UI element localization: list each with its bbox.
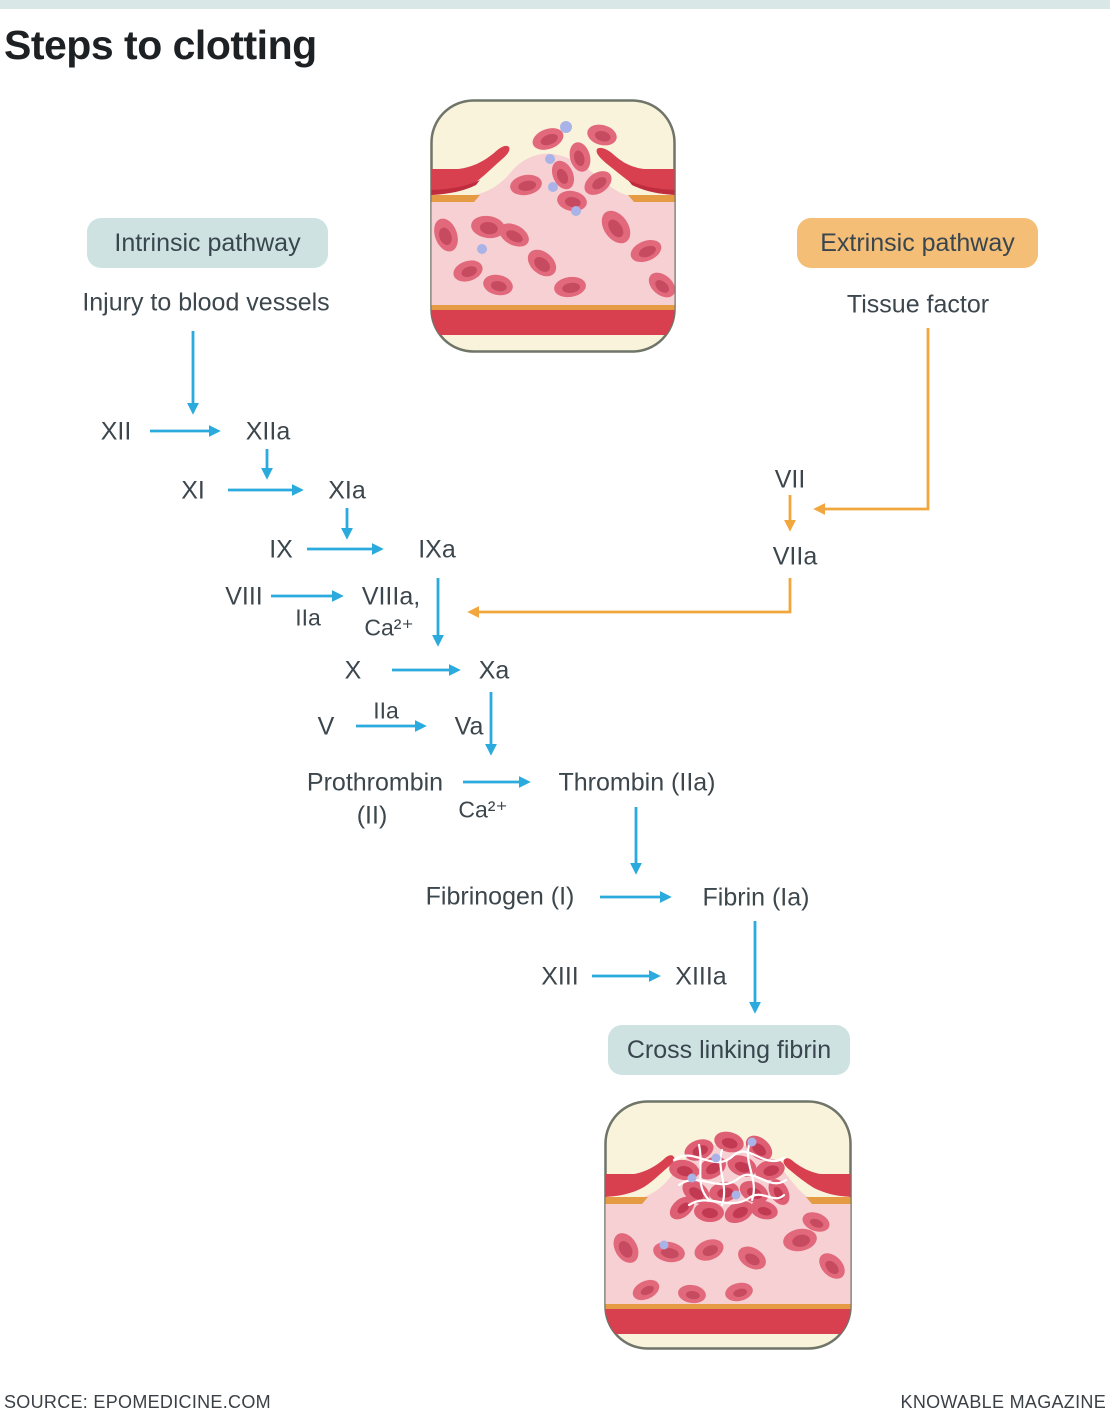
- thrombin: Thrombin (IIa): [558, 768, 716, 797]
- factor-v: V: [317, 712, 335, 741]
- fibrinogen: Fibrinogen (I): [425, 882, 575, 911]
- vessel-cross-section: [431, 121, 675, 335]
- arrow-viia-to-common-pathway: [467, 578, 792, 618]
- prothrombin-calcium: Ca²⁺: [458, 796, 508, 823]
- publisher-credit: KNOWABLE MAGAZINE: [900, 1392, 1106, 1412]
- clotted-blood-vessel-illustration: [604, 1100, 852, 1350]
- factor-ixa: IXa: [418, 535, 456, 564]
- source-credit: SOURCE: EPOMEDICINE.COM: [4, 1392, 271, 1412]
- platelets: [477, 121, 581, 254]
- fibrin-clot: [669, 1131, 790, 1224]
- vessel-cross-section: [605, 1131, 851, 1334]
- extrinsic-trigger-text: Tissue factor: [846, 290, 990, 319]
- extrinsic-arrows: [467, 328, 930, 618]
- cross-linking-fibrin-label: Cross linking fibrin: [626, 1035, 832, 1064]
- factor-xiii: XIII: [541, 962, 579, 991]
- factor-xii: XII: [100, 417, 132, 446]
- cross-linking-fibrin-chip: Cross linking fibrin: [608, 1025, 850, 1075]
- factor-viiia-calcium: Ca²⁺: [364, 614, 414, 641]
- arrow-tissue-factor-to-vii: [813, 328, 930, 515]
- factor-xi: XI: [181, 476, 205, 505]
- factor-xiia: XIIa: [245, 417, 291, 446]
- factor-xia: XIa: [328, 476, 366, 505]
- factor-x: X: [344, 656, 362, 685]
- intrinsic-pathway-chip: Intrinsic pathway: [87, 218, 328, 268]
- fibrin: Fibrin (Ia): [702, 883, 810, 912]
- factor-va: Va: [454, 712, 484, 741]
- fibrin-strands: [672, 1143, 788, 1207]
- extrinsic-pathway-label: Extrinsic pathway: [820, 228, 1015, 257]
- factor-viii: VIII: [225, 582, 263, 611]
- factor-ix: IX: [269, 535, 293, 564]
- page-title: Steps to clotting: [4, 22, 317, 68]
- platelets: [659, 1137, 757, 1250]
- prothrombin: Prothrombin: [306, 768, 444, 797]
- prothrombin-number: (II): [356, 801, 388, 830]
- factor-xiiia: XIIIa: [675, 962, 727, 991]
- extrinsic-pathway-chip: Extrinsic pathway: [797, 218, 1038, 268]
- factor-viii-cofactor: IIa: [295, 604, 321, 631]
- intrinsic-pathway-label: Intrinsic pathway: [114, 228, 301, 257]
- factor-v-cofactor: IIa: [373, 697, 399, 724]
- factor-viia: VIIa: [772, 542, 818, 571]
- factor-vii: VII: [774, 465, 806, 494]
- red-blood-cells: [434, 124, 675, 298]
- factor-viiia: VIIIa,: [361, 582, 421, 611]
- injured-blood-vessel-illustration: [430, 99, 676, 353]
- factor-xa: Xa: [478, 656, 510, 685]
- intrinsic-trigger-text: Injury to blood vessels: [82, 288, 330, 317]
- top-accent-bar: [0, 0, 1110, 9]
- red-blood-cells: [613, 1212, 845, 1304]
